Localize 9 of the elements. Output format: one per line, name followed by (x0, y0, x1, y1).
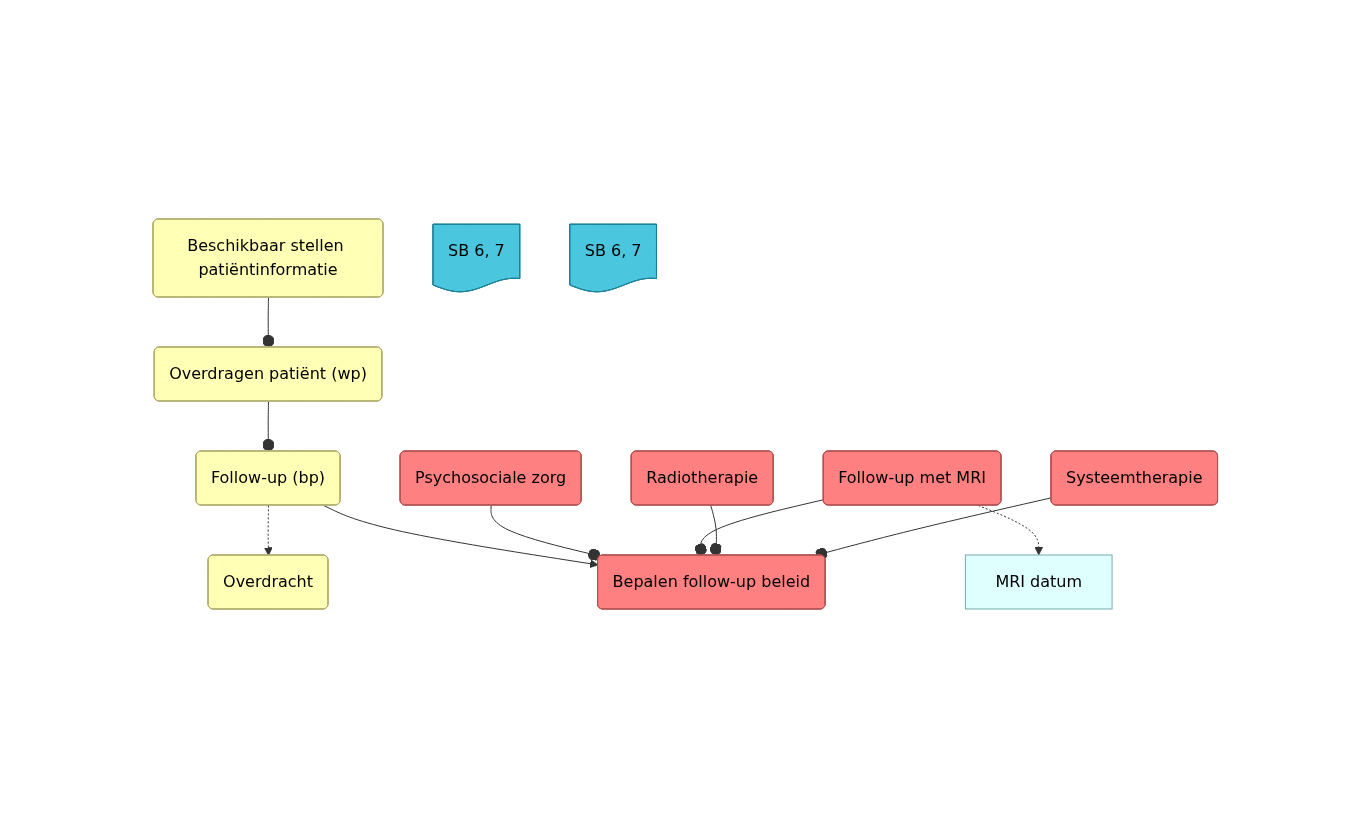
node-box: MRI datum (965, 554, 1113, 610)
connector (710, 505, 723, 556)
arrow (264, 505, 273, 556)
connector (694, 499, 825, 556)
connector (262, 297, 275, 348)
connector (814, 497, 1053, 560)
arrow (323, 505, 599, 569)
connector (490, 505, 602, 561)
connector (262, 401, 275, 452)
